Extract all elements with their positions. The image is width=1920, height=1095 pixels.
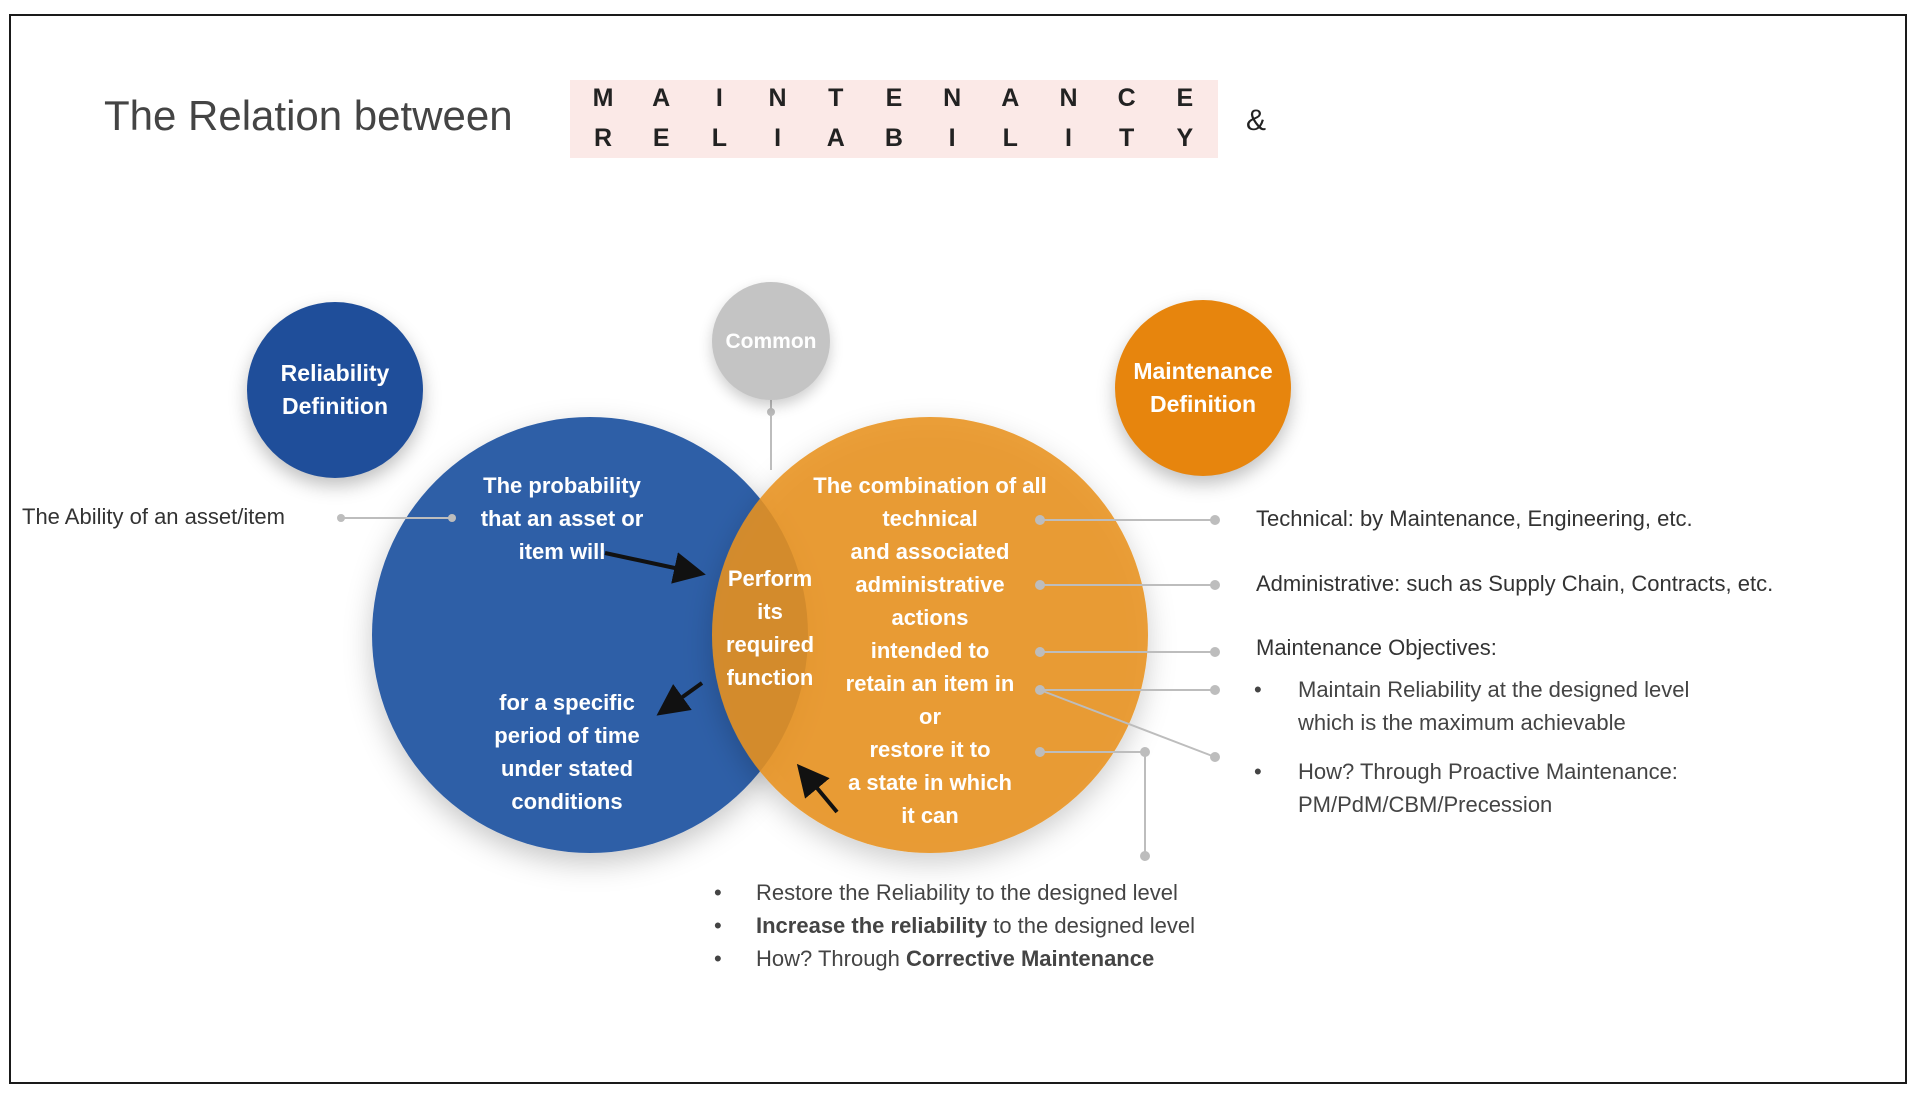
text-line: required <box>725 632 815 657</box>
letter: L <box>711 124 728 152</box>
text-line: restore it to <box>869 737 991 762</box>
reliability-word: R E L I A B I L I T Y <box>570 124 1218 162</box>
letter: M <box>592 84 614 112</box>
letter: I <box>715 84 723 112</box>
list-item: • How? Through Corrective Maintenance <box>714 942 1195 975</box>
badge-line: Definition <box>281 393 389 419</box>
text-line: administrative <box>855 572 1005 597</box>
maintenance-word: M A I N T E N A N C E <box>570 84 1218 122</box>
corrective-list: • Restore the Reliability to the designe… <box>714 876 1196 975</box>
text-line: a state in which <box>848 770 1012 795</box>
text-line: it can <box>901 803 959 828</box>
reliability-text-bottom: for a specific period of time under stat… <box>457 686 677 818</box>
letter: T <box>828 84 844 112</box>
text-line: Perform <box>727 566 813 591</box>
letter: I <box>948 124 956 152</box>
text-line: for a specific <box>499 690 635 715</box>
letter: A <box>826 124 845 152</box>
item-text-bold: Corrective Maintenance <box>906 946 1155 971</box>
list-item: • Restore the Reliability to the designe… <box>714 876 1195 909</box>
common-badge: Common <box>712 282 830 400</box>
slide-title: The Relation between <box>104 92 513 139</box>
letter: N <box>1059 84 1078 112</box>
ability-label: The Ability of an asset/item <box>22 504 285 529</box>
letter: A <box>1001 84 1020 112</box>
badge-line: Reliability <box>280 360 390 386</box>
text-line: actions <box>891 605 969 630</box>
text-line: function <box>726 665 814 690</box>
technical-label: Technical: by Maintenance, Engineering, … <box>1256 506 1693 531</box>
text-line: or <box>919 704 941 729</box>
letter: Y <box>1176 124 1194 152</box>
text-line: period of time <box>494 723 640 748</box>
item-text: to the designed level <box>987 913 1196 938</box>
right-connectors <box>1035 515 1220 861</box>
letter: B <box>884 124 903 152</box>
text-line: retain an item in <box>845 671 1015 696</box>
text-line: Maintain Reliability at the designed lev… <box>1298 677 1690 702</box>
bullet-dot: • <box>1254 677 1262 702</box>
text-line: PM/PdM/CBM/Precession <box>1298 792 1553 817</box>
title-highlight-box <box>570 80 1218 158</box>
letter: I <box>774 124 782 152</box>
text-line: and associated <box>850 539 1010 564</box>
bullet-dot: • <box>714 946 722 971</box>
slide-frame <box>9 14 1907 1084</box>
maintenance-circle <box>712 417 1148 853</box>
item-text-bold: Increase the reliability <box>756 913 988 938</box>
text-line: its <box>757 599 783 624</box>
list-item: • Increase the reliability to the design… <box>714 909 1196 942</box>
badge-line: Maintenance <box>1133 358 1273 384</box>
letter: T <box>1119 124 1135 152</box>
administrative-label: Administrative: such as Supply Chain, Co… <box>1256 571 1774 596</box>
text-line: which is the maximum achievable <box>1298 710 1626 735</box>
arrow-to-specific-period <box>656 681 704 716</box>
text-line: item will <box>518 539 606 564</box>
letter: E <box>885 84 903 112</box>
text-line: How? Through Proactive Maintenance: <box>1298 759 1678 784</box>
connector-dot <box>767 408 775 416</box>
reliability-text-top: The probability that an asset or item wi… <box>452 469 672 568</box>
arrow-to-perform <box>604 551 706 584</box>
text-line: conditions <box>511 789 623 814</box>
reliability-circle <box>372 417 808 853</box>
text-line: intended to <box>870 638 990 663</box>
letter: I <box>1065 124 1072 152</box>
item-text: Restore the Reliability to the designed … <box>756 880 1178 905</box>
letter: N <box>768 84 787 112</box>
letter: E <box>652 124 670 152</box>
letter: A <box>652 84 671 112</box>
maintenance-text: The combination of all technical and ass… <box>800 469 1060 832</box>
objectives-label: Maintenance Objectives: <box>1256 635 1497 660</box>
objective-bullet-2: • How? Through Proactive Maintenance: PM… <box>1254 755 1678 821</box>
objective-bullet-1: • Maintain Reliability at the designed l… <box>1254 673 1690 739</box>
arrow-from-it-can <box>796 763 839 814</box>
bullet-dot: • <box>714 913 722 938</box>
ampersand: & <box>1246 104 1267 137</box>
text-line: that an asset or <box>480 506 644 531</box>
letter: R <box>593 124 613 152</box>
text-line: technical <box>882 506 978 531</box>
bullet-dot: • <box>714 880 722 905</box>
connector-dot <box>448 514 456 522</box>
letter: E <box>1176 84 1194 112</box>
letter: L <box>1002 124 1018 152</box>
letter: N <box>943 84 962 112</box>
letter: C <box>1117 84 1136 112</box>
text-line: The combination of all <box>813 473 1047 498</box>
overlap-text: Perform its required function <box>710 562 830 694</box>
bullet-dot: • <box>1254 759 1262 784</box>
text-line: under stated <box>500 756 634 781</box>
text-line: The probability <box>483 473 641 498</box>
connector-dot <box>337 514 345 522</box>
item-text: How? Through <box>756 946 907 971</box>
badge-line: Definition <box>1149 391 1257 417</box>
